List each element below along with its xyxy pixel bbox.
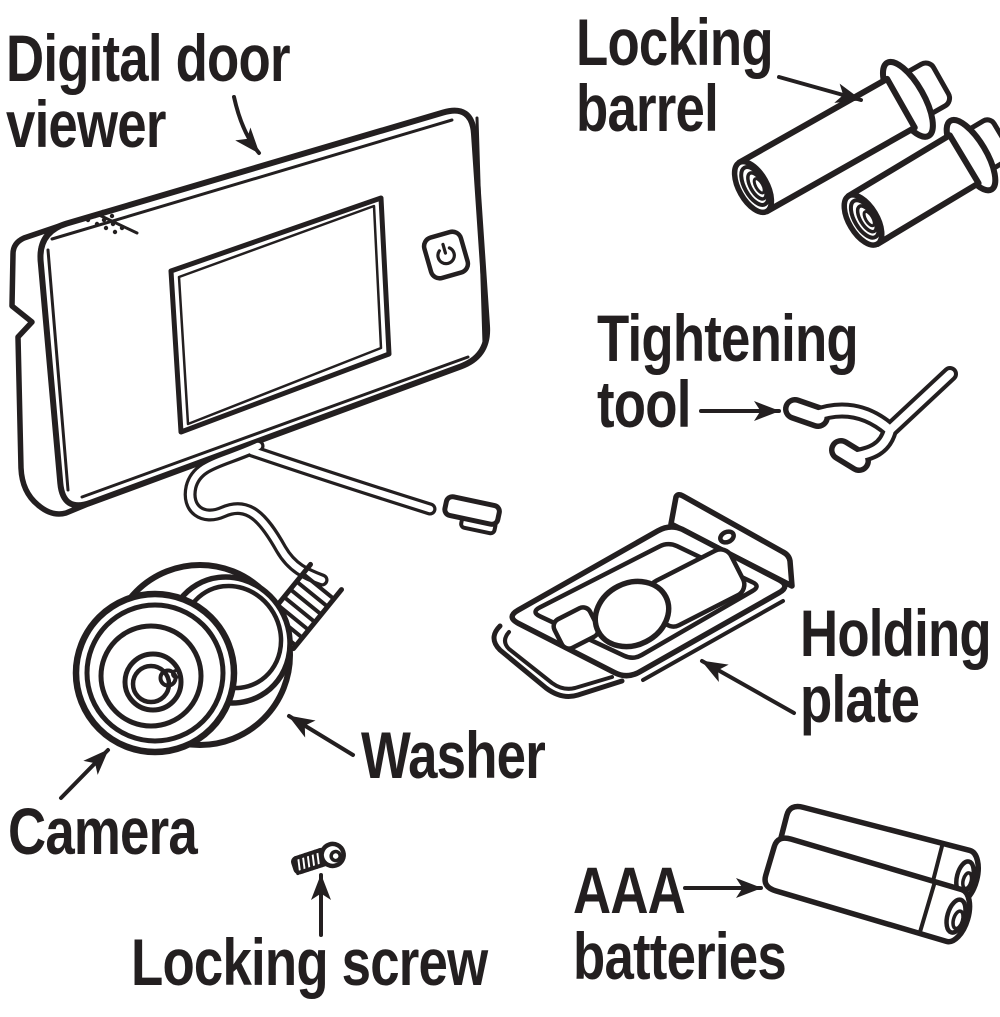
locking-barrel-art: [731, 58, 1000, 248]
viewer-bezel-top: [50, 118, 454, 241]
arrow-to-door-viewer: [232, 95, 261, 155]
label-washer: Washer: [361, 718, 546, 792]
arrow-to-locking-barrel: [777, 75, 863, 103]
arrow-to-holding-plate: [700, 659, 796, 715]
camera-lens: [72, 590, 238, 756]
camera-art: [72, 561, 344, 756]
power-button: [421, 229, 471, 281]
barrel-rear: [841, 116, 1000, 248]
holding-plate-art: [491, 491, 795, 699]
label-holding-plate: Holding plate: [800, 596, 992, 736]
label-camera: Camera: [8, 794, 198, 868]
leader-arrows: [59, 75, 863, 937]
door-viewer-art: [9, 107, 491, 517]
arrow-to-washer: [287, 714, 355, 757]
camera-cable-art: [183, 439, 502, 587]
flange-hole: [718, 529, 736, 545]
cable-connector: [442, 494, 502, 536]
plate-clip: [491, 623, 625, 699]
viewer-bezel-bottom: [80, 355, 470, 499]
plate-center-hole: [592, 578, 672, 650]
viewer-screen-inner: [177, 204, 383, 426]
label-aaa-batteries: AAA batteries: [573, 853, 787, 993]
speaker-grille: [85, 209, 139, 235]
label-locking-barrel: Locking barrel: [576, 5, 774, 145]
plate-recess: [533, 541, 759, 660]
barrel-front: [731, 58, 953, 216]
viewer-bezel-left: [46, 248, 70, 492]
battery-front: [762, 835, 973, 945]
label-tightening-tool: Tightening tool: [597, 301, 859, 441]
aaa-batteries-art: [762, 803, 981, 945]
viewer-screen: [168, 195, 392, 435]
arrow-to-camera: [59, 748, 110, 800]
label-locking-screw: Locking screw: [131, 925, 488, 999]
label-digital-door-viewer: Digital door viewer: [6, 21, 291, 161]
power-icon: [436, 242, 456, 266]
tightening-tool-art: [783, 366, 958, 473]
viewer-bezel-right: [475, 116, 486, 346]
locking-screw-art: [291, 841, 346, 876]
